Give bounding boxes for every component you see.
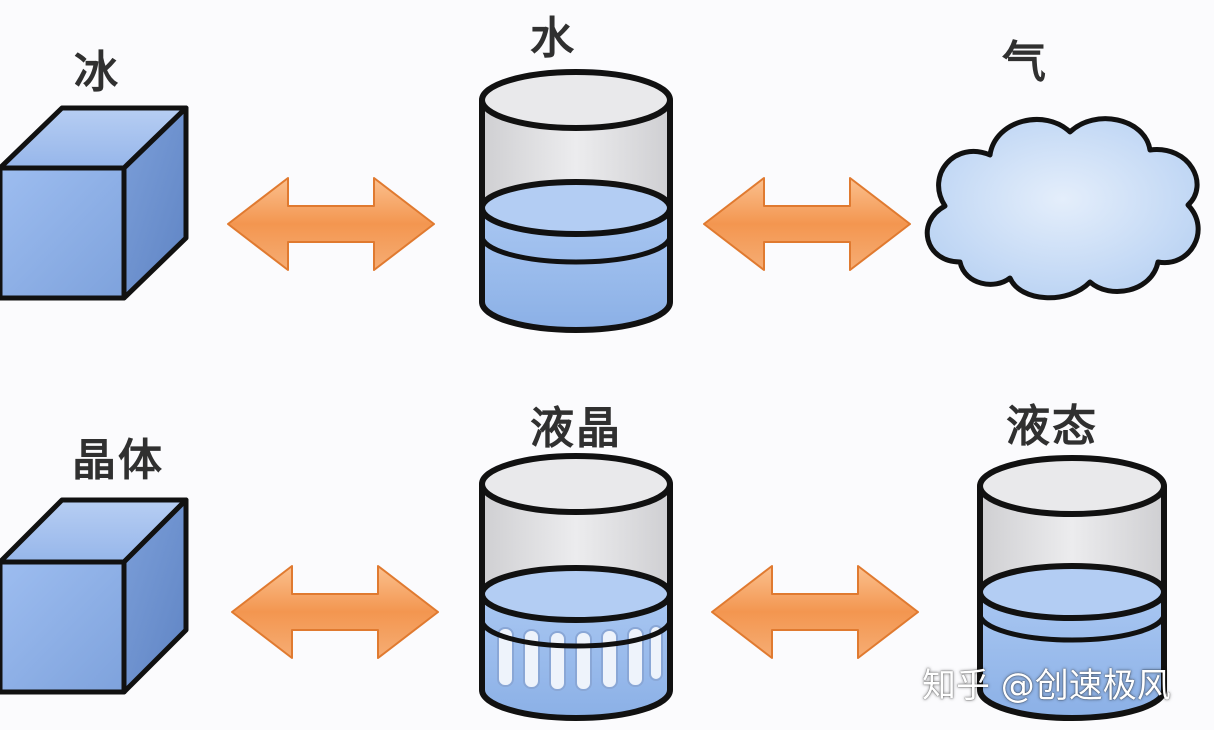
- watermark: 知乎 @创速极风: [922, 666, 1171, 706]
- label-liquid: 液态: [1006, 401, 1098, 452]
- label-gas: 气: [1002, 37, 1048, 88]
- double-arrow-icon: [231, 565, 439, 659]
- double-arrow-icon: [711, 565, 919, 659]
- water-beaker-icon: [479, 69, 673, 333]
- label-crystal: 晶体: [72, 435, 164, 486]
- double-arrow-icon: [703, 177, 911, 271]
- cloud-icon: [924, 116, 1201, 301]
- ice-cube-icon: [0, 105, 189, 301]
- label-ice: 冰: [74, 47, 120, 98]
- crystal-cube-icon: [0, 497, 189, 695]
- label-liquid-crystal: 液晶: [530, 403, 622, 454]
- liquid-beaker-icon: [977, 455, 1167, 721]
- double-arrow-icon: [227, 177, 435, 271]
- label-water: 水: [530, 13, 576, 64]
- liquid-crystal-beaker-icon: [479, 453, 673, 721]
